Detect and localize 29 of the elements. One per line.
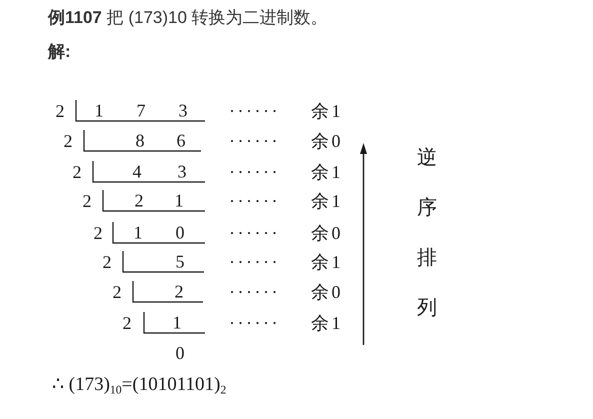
remainder-note: ······ 余1: [229, 102, 343, 120]
divisor-number: 2: [112, 283, 122, 301]
remainder-note: ······ 余1: [229, 253, 343, 271]
result-equation: ∴ (173)$_{10}$=(10101101)$_{2}$: [52, 374, 226, 396]
dividend-number: 8 6: [136, 134, 186, 148]
divisor-number: 2: [94, 224, 102, 242]
divisor-number: 2: [102, 253, 112, 271]
problem-title: 例1107 把 (173)10 转换为二进制数。: [48, 8, 328, 28]
final-quotient: 0: [176, 344, 184, 362]
divisor-number: 2: [82, 192, 92, 210]
divisor-number: 2: [56, 102, 64, 120]
dividend-number: 4 3: [132, 165, 186, 179]
dividend-number: 1: [172, 316, 182, 330]
dividend-number: 2 1: [134, 194, 184, 208]
remainder-note: ······ 余1: [229, 314, 343, 332]
vertical-caption: 逆序排列: [417, 144, 438, 321]
divisor-number: 2: [72, 163, 82, 181]
solution-heading: 解:: [48, 42, 71, 62]
remainder-note: ······ 余0: [229, 224, 343, 242]
dividend-number: 1 7 3: [94, 104, 188, 118]
remainder-note: ······ 余0: [229, 283, 343, 301]
dividend-number: 1 0: [134, 226, 184, 240]
remainder-note: ······ 余1: [229, 163, 343, 181]
remainder-note: ······ 余1: [229, 192, 343, 210]
remainder-note: ······ 余0: [229, 132, 343, 150]
dividend-number: 2: [174, 285, 184, 299]
dividend-number: 5: [176, 255, 184, 269]
divisor-number: 2: [122, 314, 132, 332]
divisor-number: 2: [64, 132, 72, 150]
